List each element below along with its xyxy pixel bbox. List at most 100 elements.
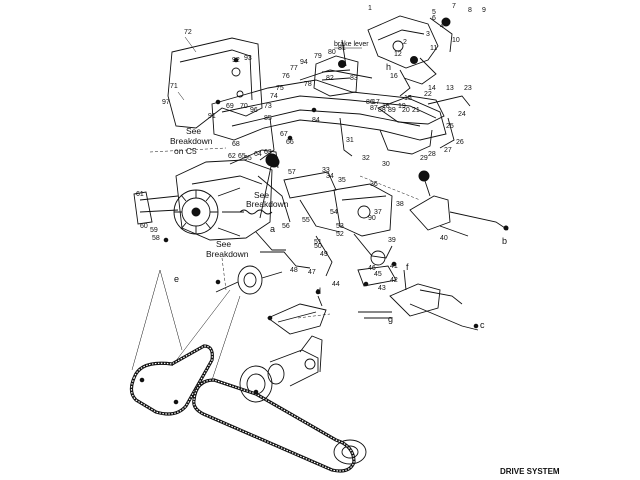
part-number-87: 87: [370, 105, 378, 112]
part-number-13: 13: [446, 85, 454, 92]
part-number-88: 88: [378, 107, 386, 114]
part-number-64: 64: [254, 151, 262, 158]
transmission-pulley: [333, 439, 367, 465]
part-number-75: 75: [276, 85, 284, 92]
part-number-12: 12: [394, 51, 402, 58]
part-number-34: 34: [326, 173, 334, 180]
part-number-40: 40: [440, 235, 448, 242]
see-breakdown-c5-line-2: Breakdown: [170, 136, 213, 146]
part-number-74: 74: [270, 93, 278, 100]
part-number-61: 61: [136, 191, 144, 198]
center-rod-bracket: [333, 183, 397, 287]
part-number-56: 56: [282, 223, 290, 230]
part-number-45: 45: [374, 271, 382, 278]
reference-letter-b: b: [502, 236, 507, 246]
rear-bracket-plate: [167, 36, 263, 129]
part-number-84: 84: [312, 117, 320, 124]
part-number-1: 1: [368, 5, 372, 12]
part-number-94: 94: [300, 59, 308, 66]
part-number-93: 93: [244, 55, 252, 62]
part-number-30: 30: [382, 161, 390, 168]
part-number-97: 97: [162, 99, 170, 106]
part-number-7: 7: [452, 3, 456, 10]
see-breakdown-callout-lower: See Breakdown: [206, 239, 249, 259]
part-number-22: 22: [424, 91, 432, 98]
part-number-89: 89: [388, 107, 396, 114]
part-number-91: 91: [208, 113, 216, 120]
brake-lever-label: brake lever: [334, 41, 369, 48]
reference-letter-c: c: [480, 320, 485, 330]
shift-rod: [315, 235, 333, 277]
part-number-23: 23: [464, 85, 472, 92]
part-number-49: 49: [320, 251, 328, 258]
part-number-90: 90: [368, 215, 376, 222]
part-number-78: 78: [304, 81, 312, 88]
idler-pulley-upper: [215, 265, 283, 295]
see-breakdown-callout-right: See Breakdown: [246, 190, 289, 209]
part-number-71: 71: [170, 83, 178, 90]
see-breakdown-c5-line-3: on C5: [174, 146, 197, 156]
part-number-21: 21: [412, 107, 420, 114]
part-number-68: 68: [232, 141, 240, 148]
part-number-47: 47: [308, 269, 316, 276]
part-number-66: 66: [286, 139, 294, 146]
part-number-52: 52: [336, 231, 344, 238]
part-number-10: 10: [452, 37, 460, 44]
lower-right-linkage: [358, 269, 479, 331]
part-number-96: 96: [250, 107, 258, 114]
part-number-53: 53: [336, 223, 344, 230]
part-number-27: 27: [444, 147, 452, 154]
part-number-92: 92: [232, 57, 240, 64]
part-number-41: 41: [390, 263, 398, 270]
part-number-82: 82: [326, 75, 334, 82]
see-breakdown-right-line-1: See: [254, 190, 269, 200]
part-number-5: 5: [432, 9, 436, 16]
part-number-51: 51: [314, 239, 322, 246]
part-number-79: 79: [314, 53, 322, 60]
reference-letter-d: d: [316, 286, 321, 296]
clutch-spring: [239, 209, 286, 251]
part-number-72: 72: [184, 29, 192, 36]
idler-bracket: [267, 295, 327, 335]
part-number-17: 17: [372, 99, 380, 106]
part-number-48: 48: [290, 267, 298, 274]
part-number-19: 19: [398, 103, 406, 110]
see-breakdown-lower-line-2: Breakdown: [206, 249, 249, 259]
see-breakdown-right-line-2: Breakdown: [246, 199, 289, 209]
part-number-2: 2: [403, 39, 407, 46]
part-number-31: 31: [346, 137, 354, 144]
reference-letter-e: e: [174, 274, 179, 284]
reference-letter-a: a: [270, 224, 275, 234]
part-number-42: 42: [390, 277, 398, 284]
part-number-20: 20: [402, 107, 410, 114]
part-number-80: 80: [328, 49, 336, 56]
part-number-62: 62: [228, 153, 236, 160]
part-number-11: 11: [430, 45, 437, 52]
part-number-43: 43: [378, 285, 386, 292]
part-number-38: 38: [396, 201, 404, 208]
see-breakdown-c5-line-1: See: [186, 126, 201, 136]
part-number-8: 8: [468, 7, 472, 14]
right-lever-linkage: [409, 170, 509, 237]
part-number-15: 15: [404, 95, 412, 102]
part-number-14: 14: [428, 85, 436, 92]
part-number-81: 81: [338, 45, 346, 52]
reference-letter-h: h: [386, 62, 391, 72]
part-number-33: 33: [322, 167, 330, 174]
part-number-4: 4: [440, 23, 444, 30]
part-number-85: 85: [264, 115, 272, 122]
part-number-9: 9: [482, 7, 486, 14]
drive-belt-left: [129, 344, 214, 416]
part-number-18: 18: [382, 103, 390, 110]
part-number-69: 69: [226, 103, 234, 110]
pedal-linkage: [377, 95, 471, 155]
part-number-54: 54: [330, 209, 338, 216]
brake-lever-assembly: [299, 39, 373, 97]
see-breakdown-lower-line-1: See: [216, 239, 231, 249]
shift-lever: [259, 153, 341, 233]
part-number-37: 37: [374, 209, 382, 216]
part-number-67: 67: [280, 131, 288, 138]
part-number-73: 73: [264, 103, 272, 110]
